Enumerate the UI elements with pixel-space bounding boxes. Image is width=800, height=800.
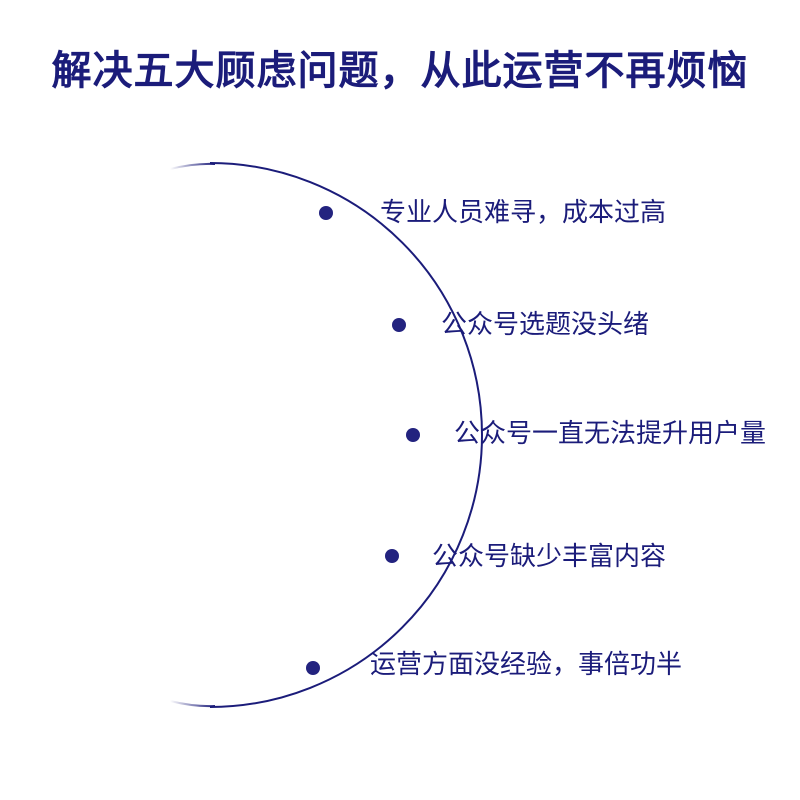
timeline-dot-4 xyxy=(385,549,399,563)
list-item-label: 公众号缺少丰富内容 xyxy=(432,542,667,572)
timeline-arc-bottom-fade xyxy=(169,700,216,708)
timeline-arc-top-fade xyxy=(169,162,216,170)
timeline-dot-5 xyxy=(306,661,320,675)
timeline-dot-2 xyxy=(392,318,406,332)
timeline-dot-3 xyxy=(406,428,420,442)
list-item-label: 专业人员难寻，成本过高 xyxy=(380,198,667,228)
timeline-dot-1 xyxy=(319,206,333,220)
timeline-arc xyxy=(209,162,483,708)
list-item-label: 公众号一直无法提升用户量 xyxy=(454,419,767,449)
list-item-label: 运营方面没经验，事倍功半 xyxy=(370,650,683,680)
page-title: 解决五大顾虑问题，从此运营不再烦恼 xyxy=(51,48,749,94)
list-item-label: 公众号选题没头绪 xyxy=(441,310,650,340)
